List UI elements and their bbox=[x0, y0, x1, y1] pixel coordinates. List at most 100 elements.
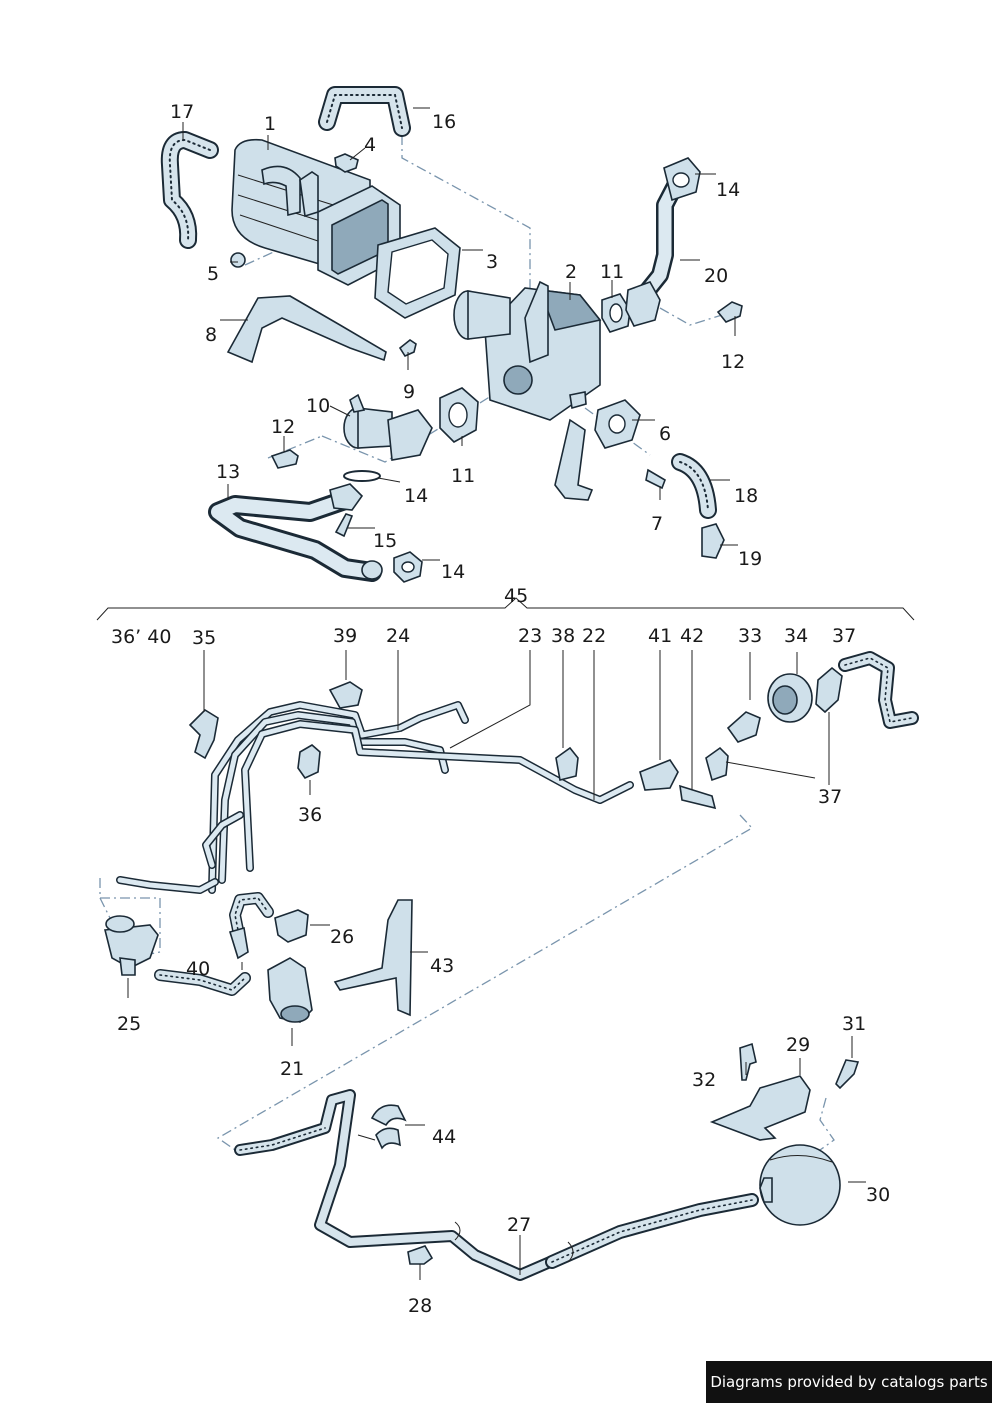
check-valve-33 bbox=[726, 711, 761, 743]
bracket-43 bbox=[333, 899, 413, 1017]
clip-28 bbox=[407, 1245, 434, 1265]
callout-11-lower: 11 bbox=[451, 465, 475, 487]
callout-14-mid: 14 bbox=[404, 485, 428, 507]
flange-6 bbox=[594, 399, 641, 449]
hose-40 bbox=[154, 892, 274, 996]
callout-18: 18 bbox=[734, 485, 758, 507]
t-piece-41 bbox=[639, 759, 679, 791]
gasket-14-mid bbox=[343, 470, 381, 482]
callout-17: 17 bbox=[170, 101, 194, 123]
callout-34: 34 bbox=[784, 625, 808, 647]
callout-labels: 1 2 3 4 5 6 7 8 9 10 11 11 12 12 13 14 1… bbox=[111, 101, 890, 1317]
callout-23: 23 bbox=[518, 625, 542, 647]
gasket-11-upper bbox=[601, 293, 631, 333]
bolt-12-left bbox=[270, 449, 299, 469]
clamp-44 bbox=[370, 1104, 407, 1150]
callout-42: 42 bbox=[680, 625, 704, 647]
callout-33: 33 bbox=[738, 625, 762, 647]
callout-26: 26 bbox=[330, 926, 354, 948]
callout-22: 22 bbox=[582, 625, 606, 647]
clip-37-upper bbox=[815, 666, 843, 714]
callout-38: 38 bbox=[551, 625, 575, 647]
vacuum-line-27 bbox=[234, 1089, 759, 1281]
hose-37 bbox=[838, 651, 919, 729]
solenoid-valve-25 bbox=[104, 915, 159, 976]
callout-14-bottom: 14 bbox=[441, 561, 465, 583]
callout-7: 7 bbox=[651, 513, 663, 535]
callout-35: 35 bbox=[192, 627, 216, 649]
callout-6: 6 bbox=[659, 423, 671, 445]
callout-30: 30 bbox=[866, 1184, 890, 1206]
callout-10: 10 bbox=[306, 395, 330, 417]
footer-credit: Diagrams provided by catalogs parts bbox=[706, 1361, 992, 1403]
callout-37-lower: 37 bbox=[818, 786, 842, 808]
leader-lines bbox=[127, 107, 866, 1280]
callout-27: 27 bbox=[507, 1214, 531, 1236]
clip-36 bbox=[297, 744, 321, 780]
callout-19: 19 bbox=[738, 548, 762, 570]
callout-43: 43 bbox=[430, 955, 454, 977]
vacuum-reservoir-30 bbox=[759, 1144, 841, 1226]
connector-42 bbox=[679, 784, 717, 810]
callout-28: 28 bbox=[408, 1295, 432, 1317]
callout-40: 40 bbox=[186, 958, 210, 980]
callout-44: 44 bbox=[432, 1126, 456, 1148]
clip-37-lower bbox=[705, 746, 729, 782]
bolt-32 bbox=[739, 1042, 757, 1081]
callout-14-top: 14 bbox=[716, 179, 740, 201]
callout-16: 16 bbox=[432, 111, 456, 133]
brace-45 bbox=[96, 597, 915, 621]
sleeve-26 bbox=[274, 909, 309, 943]
bracket-lower bbox=[554, 418, 594, 501]
callout-37-upper: 37 bbox=[832, 625, 856, 647]
callout-1: 1 bbox=[264, 113, 276, 135]
vacuum-lines bbox=[116, 701, 634, 894]
callout-20: 20 bbox=[704, 265, 728, 287]
clip-39 bbox=[328, 681, 363, 709]
callout-3: 3 bbox=[486, 251, 498, 273]
callout-4: 4 bbox=[364, 134, 376, 156]
hose-17 bbox=[160, 131, 219, 249]
bracket-8 bbox=[226, 295, 387, 364]
hose-18 bbox=[671, 453, 717, 519]
callout-5: 5 bbox=[207, 263, 219, 285]
bolt-31 bbox=[835, 1059, 860, 1090]
gasket-11-lower bbox=[439, 387, 479, 443]
callout-9: 9 bbox=[403, 381, 415, 403]
hose-16 bbox=[318, 86, 411, 137]
callout-8: 8 bbox=[205, 324, 217, 346]
filter-34 bbox=[767, 673, 813, 723]
callout-11-upper: 11 bbox=[600, 261, 624, 283]
callout-12-right: 12 bbox=[721, 351, 745, 373]
bolt-15 bbox=[334, 513, 354, 538]
pipe-20 bbox=[625, 157, 701, 327]
egr-valve-body-2 bbox=[453, 280, 602, 421]
callout-41: 41 bbox=[648, 625, 672, 647]
gasket-3 bbox=[374, 227, 461, 319]
bolt-7 bbox=[645, 468, 666, 490]
valve-21 bbox=[267, 957, 313, 1023]
callout-15: 15 bbox=[373, 530, 397, 552]
callout-2: 2 bbox=[565, 261, 577, 283]
pipe-13 bbox=[208, 483, 383, 582]
callout-25: 25 bbox=[117, 1013, 141, 1035]
callout-36: 36 bbox=[298, 804, 322, 826]
egr-cooler-1 bbox=[230, 138, 401, 286]
gasket-14-lower bbox=[393, 551, 423, 583]
callout-12-left: 12 bbox=[271, 416, 295, 438]
bracket-29 bbox=[709, 1075, 811, 1141]
callout-13: 13 bbox=[216, 461, 240, 483]
callout-29: 29 bbox=[786, 1034, 810, 1056]
clip-35 bbox=[188, 708, 219, 760]
callout-39: 39 bbox=[333, 625, 357, 647]
bolt-9 bbox=[398, 339, 417, 358]
callout-24: 24 bbox=[386, 625, 410, 647]
callout-45: 45 bbox=[504, 585, 528, 607]
actuator-10 bbox=[343, 393, 433, 461]
clip-38 bbox=[555, 746, 579, 781]
callout-21: 21 bbox=[280, 1058, 304, 1080]
callout-31: 31 bbox=[842, 1013, 866, 1035]
fitting-19 bbox=[701, 523, 725, 559]
callout-36-40: 36’ 40 bbox=[111, 626, 171, 648]
